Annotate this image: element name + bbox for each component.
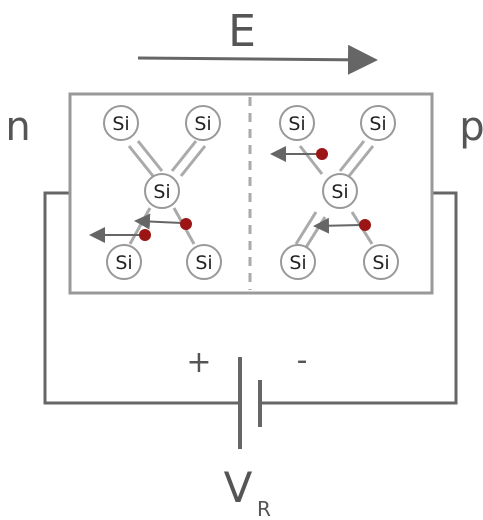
- si-atom-label: Si: [331, 181, 348, 203]
- si-atom: Si: [144, 173, 180, 209]
- field-label: E: [228, 6, 256, 57]
- si-atom-label: Si: [369, 113, 386, 135]
- left-wire: [43, 191, 240, 405]
- battery-voltage-subscript: R: [257, 497, 271, 520]
- si-atom: Si: [103, 105, 139, 141]
- right-lattice-bonds: [294, 140, 375, 250]
- charge-carrier: [270, 146, 328, 162]
- si-atom: Si: [280, 244, 316, 280]
- si-atom-label: Si: [289, 252, 306, 274]
- si-atom: Si: [186, 244, 222, 280]
- right-wire: [260, 191, 458, 405]
- si-atom-label: Si: [288, 113, 305, 135]
- charge-carrier: [134, 213, 192, 230]
- charge-carrier: [89, 227, 151, 243]
- si-atom: Si: [279, 105, 315, 141]
- charge-carrier: [313, 217, 371, 234]
- si-atom: Si: [360, 105, 396, 141]
- battery-voltage-label: V: [224, 463, 253, 512]
- si-atom-label: Si: [115, 252, 132, 274]
- battery-plus-sign: +: [186, 345, 211, 380]
- si-atom: Si: [185, 105, 221, 141]
- field-arrow: [137, 44, 378, 75]
- battery-minus-sign: -: [297, 343, 308, 378]
- p-region-label: p: [459, 104, 483, 150]
- si-atom: Si: [363, 244, 399, 280]
- voltage-main: V: [224, 463, 253, 512]
- si-atom-label: Si: [153, 181, 170, 203]
- si-atom-label: Si: [112, 113, 129, 135]
- si-atom-label: Si: [194, 113, 211, 135]
- n-region-label: n: [5, 104, 30, 150]
- si-atom-label: Si: [372, 252, 389, 274]
- si-atom-label: Si: [195, 252, 212, 274]
- si-atom: Si: [322, 173, 358, 209]
- si-atom: Si: [106, 244, 142, 280]
